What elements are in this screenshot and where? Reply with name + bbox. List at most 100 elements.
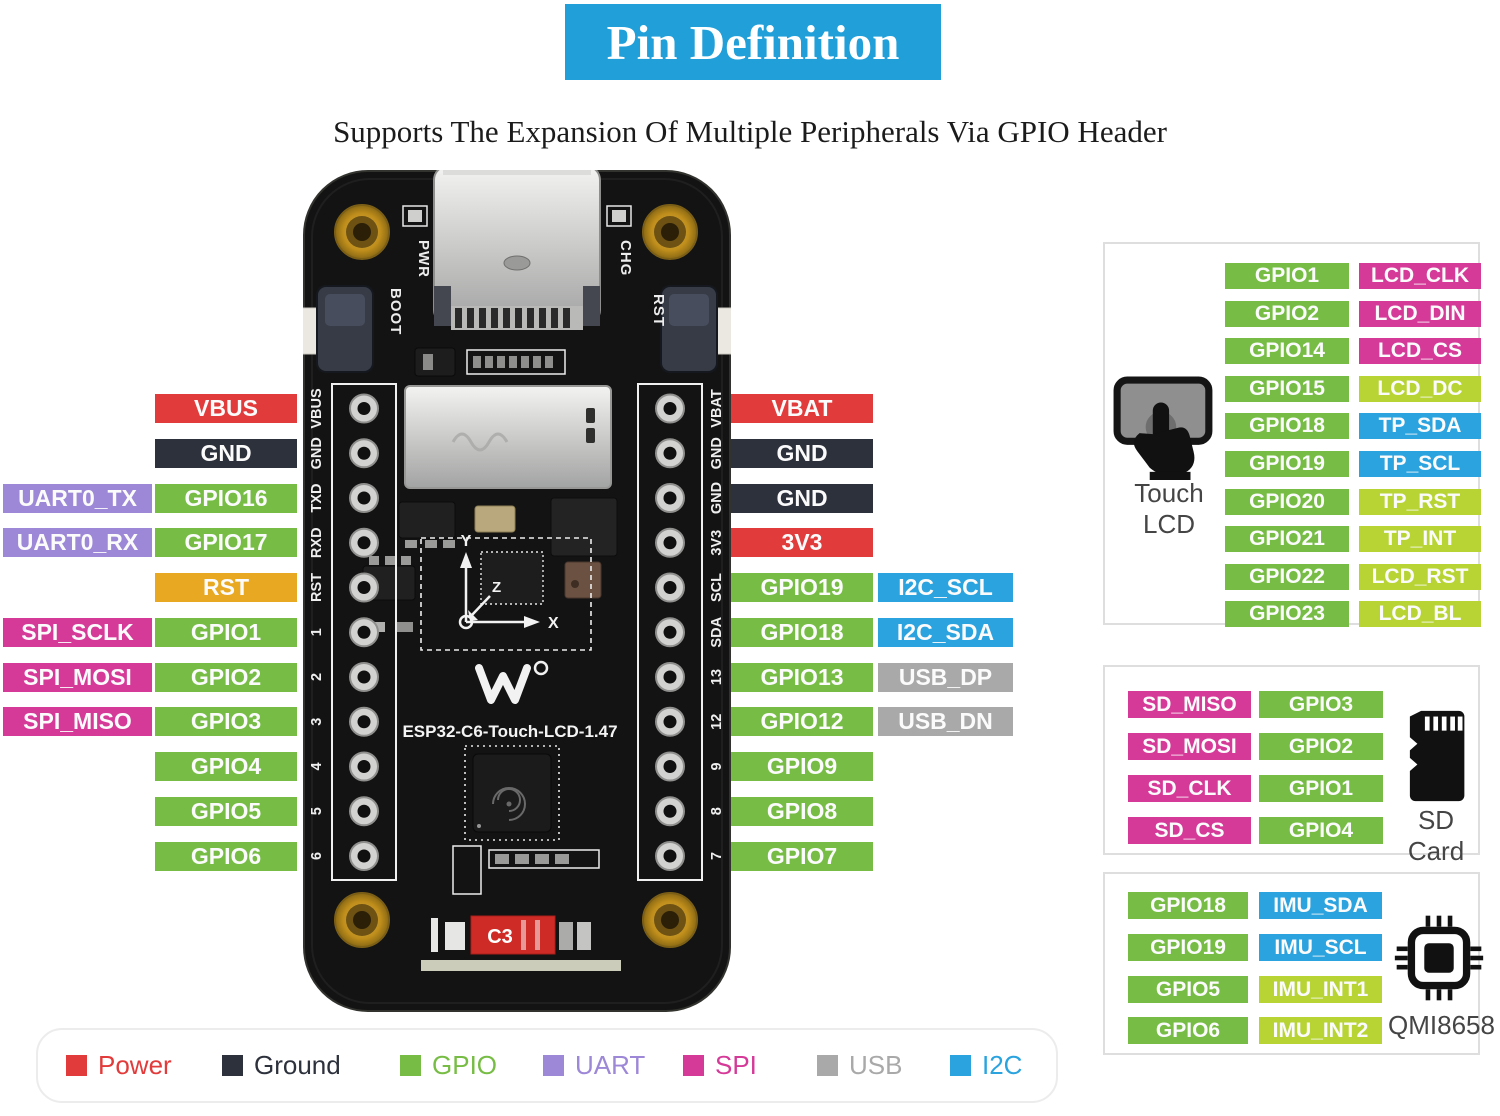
legend-label: UART xyxy=(575,1050,646,1080)
svg-text:Z: Z xyxy=(492,579,501,596)
rst-silkscreen-label: RST xyxy=(650,294,667,327)
silkscreen-pin-label: 3 xyxy=(309,718,325,726)
pin-chip-gpio1: GPIO1 xyxy=(1259,775,1383,802)
pin-chip-uart0_tx: UART0_TX xyxy=(3,484,152,513)
pin-chip-lcd_bl: LCD_BL xyxy=(1359,601,1481,627)
pin-chip-gpio9: GPIO9 xyxy=(731,752,873,781)
pin-chip-gpio17: GPIO17 xyxy=(155,528,297,557)
silkscreen-pin-label: TXD xyxy=(309,484,325,513)
chg-silkscreen-label: CHG xyxy=(617,240,634,276)
silkscreen-pin-label: GND xyxy=(709,437,725,469)
silkscreen-pin-label: 13 xyxy=(709,669,725,685)
silkscreen-pin-label: 5 xyxy=(309,807,325,815)
pin-chip-gpio5: GPIO5 xyxy=(1128,976,1248,1003)
pin-chip-imu_sda: IMU_SDA xyxy=(1259,892,1382,919)
pwr-silkscreen-label: PWR xyxy=(415,240,432,278)
legend: Power Ground GPIO UART SPI USB I2C xyxy=(36,1028,1058,1103)
pin-chip-tp_int: TP_INT xyxy=(1359,526,1481,552)
pin-chip-gpio19: GPIO19 xyxy=(1225,451,1349,477)
pin-chip-gpio2: GPIO2 xyxy=(1259,733,1383,760)
esp32-board-graphic: BOOT RST PWR CHG xyxy=(294,165,740,1012)
silkscreen-pin-label: 3V3 xyxy=(709,530,725,556)
legend-item-gpio: GPIO xyxy=(400,1030,497,1101)
legend-item-power: Power xyxy=(66,1030,172,1101)
legend-label: Ground xyxy=(254,1050,341,1080)
sd-card-caption: SD Card xyxy=(1407,805,1465,866)
title-banner: Pin Definition xyxy=(565,4,941,80)
silkscreen-pin-label: 4 xyxy=(309,762,325,770)
imu-chip xyxy=(480,551,544,605)
metal-shield xyxy=(404,385,612,489)
led-c3: C3 xyxy=(431,915,591,955)
mounting-holes xyxy=(334,204,698,948)
legend-item-usb: USB xyxy=(817,1030,902,1101)
imu-zone-outline xyxy=(420,537,592,651)
pin-chip-vbus: VBUS xyxy=(155,394,297,423)
page-title: Pin Definition xyxy=(606,14,900,70)
page-subtitle: Supports The Expansion Of Multiple Perip… xyxy=(333,114,1167,149)
sd-card-icon xyxy=(1409,710,1465,802)
pin-chip-tp_rst: TP_RST xyxy=(1359,489,1481,515)
pin-chip-gpio4: GPIO4 xyxy=(155,752,297,781)
pin-chip-spi_miso: SPI_MISO xyxy=(3,707,152,736)
pin-header-left xyxy=(331,383,397,881)
pin-chip-lcd_rst: LCD_RST xyxy=(1359,564,1481,590)
pin-chip-gnd: GND xyxy=(731,439,873,468)
pin-chip-tp_sda: TP_SDA xyxy=(1359,413,1481,439)
pin-chip-gpio16: GPIO16 xyxy=(155,484,297,513)
pin-holes xyxy=(349,393,685,871)
pin-chip-gpio6: GPIO6 xyxy=(1128,1017,1248,1044)
esp32-c6-chip xyxy=(464,745,560,841)
pin-chip-gpio15: GPIO15 xyxy=(1225,376,1349,402)
waveshare-logo-icon xyxy=(475,660,549,704)
pin-chip-gpio7: GPIO7 xyxy=(731,842,873,871)
pin-chip-gpio18: GPIO18 xyxy=(1128,892,1248,919)
pin-chip-lcd_cs: LCD_CS xyxy=(1359,338,1481,364)
diode-component xyxy=(414,347,456,377)
pin-chip-gpio23: GPIO23 xyxy=(1225,601,1349,627)
legend-label: I2C xyxy=(982,1050,1023,1080)
pin-chip-gpio2: GPIO2 xyxy=(155,663,297,692)
legend-label: SPI xyxy=(715,1050,757,1080)
pin-chip-tp_scl: TP_SCL xyxy=(1359,451,1481,477)
imu-caption: QMI8658 xyxy=(1388,1010,1495,1040)
legend-swatch-ground xyxy=(222,1055,243,1076)
chg-led-outline xyxy=(606,205,632,227)
legend-swatch-spi xyxy=(683,1055,704,1076)
pin-chip-gnd: GND xyxy=(731,484,873,513)
silkscreen-pin-label: 8 xyxy=(709,807,725,815)
legend-item-ground: Ground xyxy=(222,1030,341,1101)
pin-chip-lcd_clk: LCD_CLK xyxy=(1359,263,1481,289)
top-header-outline xyxy=(466,349,566,375)
xyz-axes-icon: Y X Z xyxy=(458,533,559,632)
pin-chip-vbat: VBAT xyxy=(731,394,873,423)
legend-label: GPIO xyxy=(432,1050,498,1080)
pin-chip-gpio3: GPIO3 xyxy=(1259,691,1383,718)
pin-chip-sd_miso: SD_MISO xyxy=(1128,691,1251,718)
pin-chip-sd_mosi: SD_MOSI xyxy=(1128,733,1251,760)
led-c3-label: C3 xyxy=(487,926,513,948)
silkscreen-pin-label: 12 xyxy=(709,714,725,730)
silkscreen-pin-label: 2 xyxy=(309,673,325,681)
pin-chip-gpio8: GPIO8 xyxy=(731,797,873,826)
usb-c-connector xyxy=(433,165,601,330)
legend-swatch-power xyxy=(66,1055,87,1076)
legend-label: Power xyxy=(98,1050,172,1080)
pin-chip-usb_dn: USB_DN xyxy=(878,707,1013,736)
usb-pins xyxy=(455,308,570,328)
pin-chip-gpio18: GPIO18 xyxy=(731,618,873,647)
pin-chip-3v3: 3V3 xyxy=(731,528,873,557)
touch-lcd-caption: Touch LCD xyxy=(1134,478,1204,539)
pin-chip-gpio22: GPIO22 xyxy=(1225,564,1349,590)
board-image: BOOT RST PWR CHG xyxy=(294,165,740,1012)
pin-chip-i2c_sda: I2C_SDA xyxy=(878,618,1013,647)
board-model-label: ESP32-C6-Touch-LCD-1.47 xyxy=(402,722,617,741)
legend-swatch-usb xyxy=(817,1055,838,1076)
legend-item-uart: UART xyxy=(543,1030,645,1101)
pin-chip-imu_int2: IMU_INT2 xyxy=(1259,1017,1382,1044)
silkscreen-pin-label: VBUS xyxy=(309,388,325,429)
